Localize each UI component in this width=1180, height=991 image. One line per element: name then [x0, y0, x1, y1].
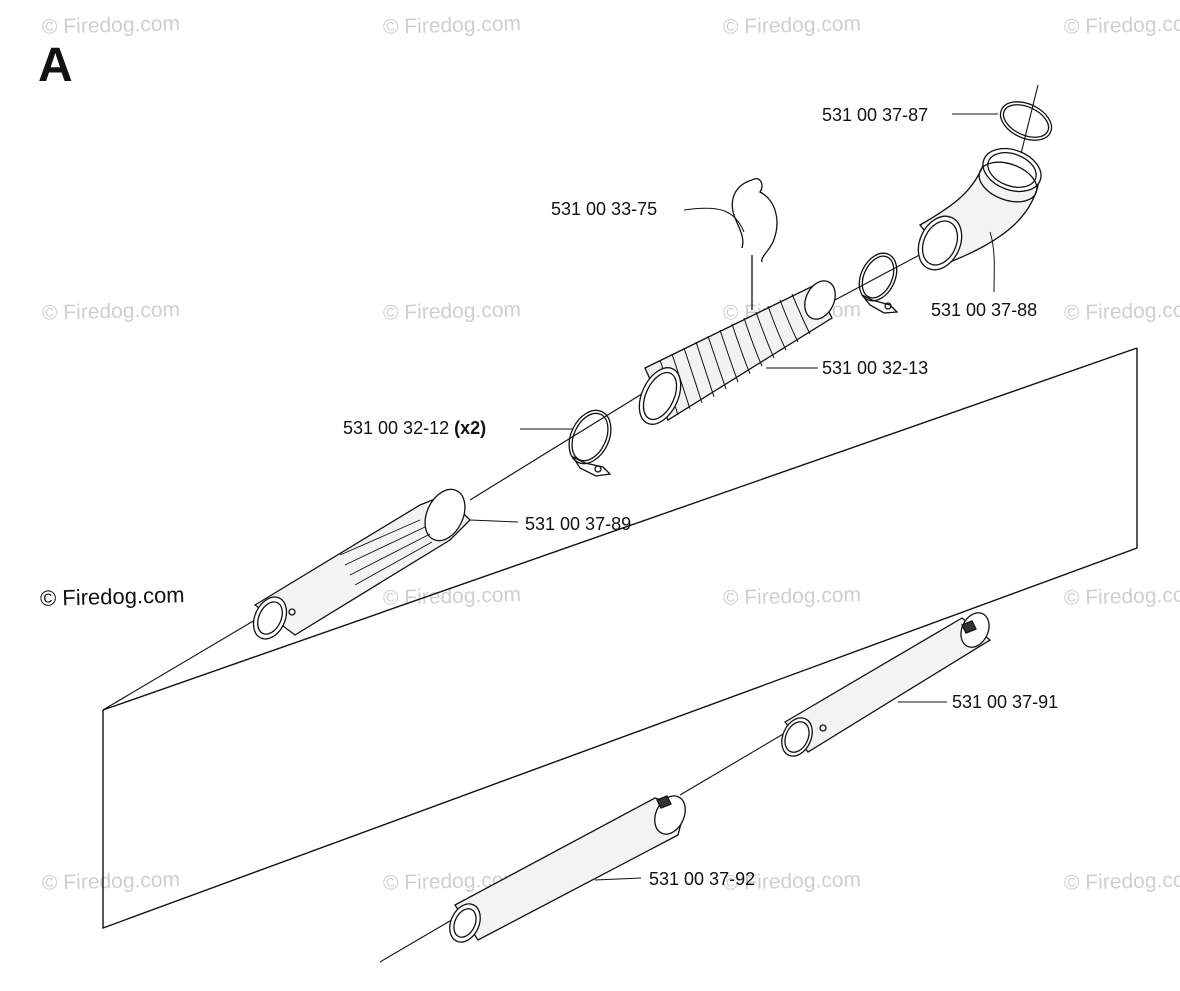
part-number: 531 00 37-91	[952, 692, 1059, 712]
extension-tube	[781, 612, 992, 757]
copyright-notice: © Firedog.com	[39, 582, 185, 611]
part-number: 531 00 33-75	[551, 199, 658, 219]
part-number: 531 00 37-89	[525, 514, 632, 534]
part-label-grip-tube: 531 00 37-89	[525, 514, 631, 534]
nozzle-tube	[449, 795, 686, 943]
part-label-clamp: 531 00 32-12 (x2)	[343, 418, 486, 438]
part-label-elbow: 531 00 37-88	[931, 300, 1037, 320]
wire-spring	[731, 178, 778, 310]
part-label-nozzle-tube: 531 00 37-92	[649, 869, 755, 889]
part-quantity: (x2)	[454, 418, 487, 438]
part-label-wire: 531 00 33-75	[551, 199, 657, 219]
part-number: 531 00 37-88	[931, 300, 1038, 320]
grip-tube	[252, 488, 471, 640]
section-letter: A	[38, 39, 73, 92]
part-number: 531 00 32-13	[822, 358, 929, 378]
corrugated-bellows	[638, 280, 836, 425]
elbow-pipe	[917, 147, 1042, 271]
part-label-o-ring: 531 00 37-87	[822, 105, 928, 125]
part-label-extension-tube: 531 00 37-91	[952, 692, 1058, 712]
part-number: 531 00 37-87	[822, 105, 929, 125]
part-number: 531 00 32-12	[343, 418, 450, 438]
o-ring	[999, 101, 1053, 141]
part-number: 531 00 37-92	[649, 869, 756, 889]
lower-hose-clamp	[568, 409, 612, 477]
upper-hose-clamp	[858, 252, 899, 314]
leader-lines	[469, 113, 998, 881]
assembly-outline	[102, 347, 1138, 930]
part-label-bellows: 531 00 32-13	[822, 358, 928, 378]
